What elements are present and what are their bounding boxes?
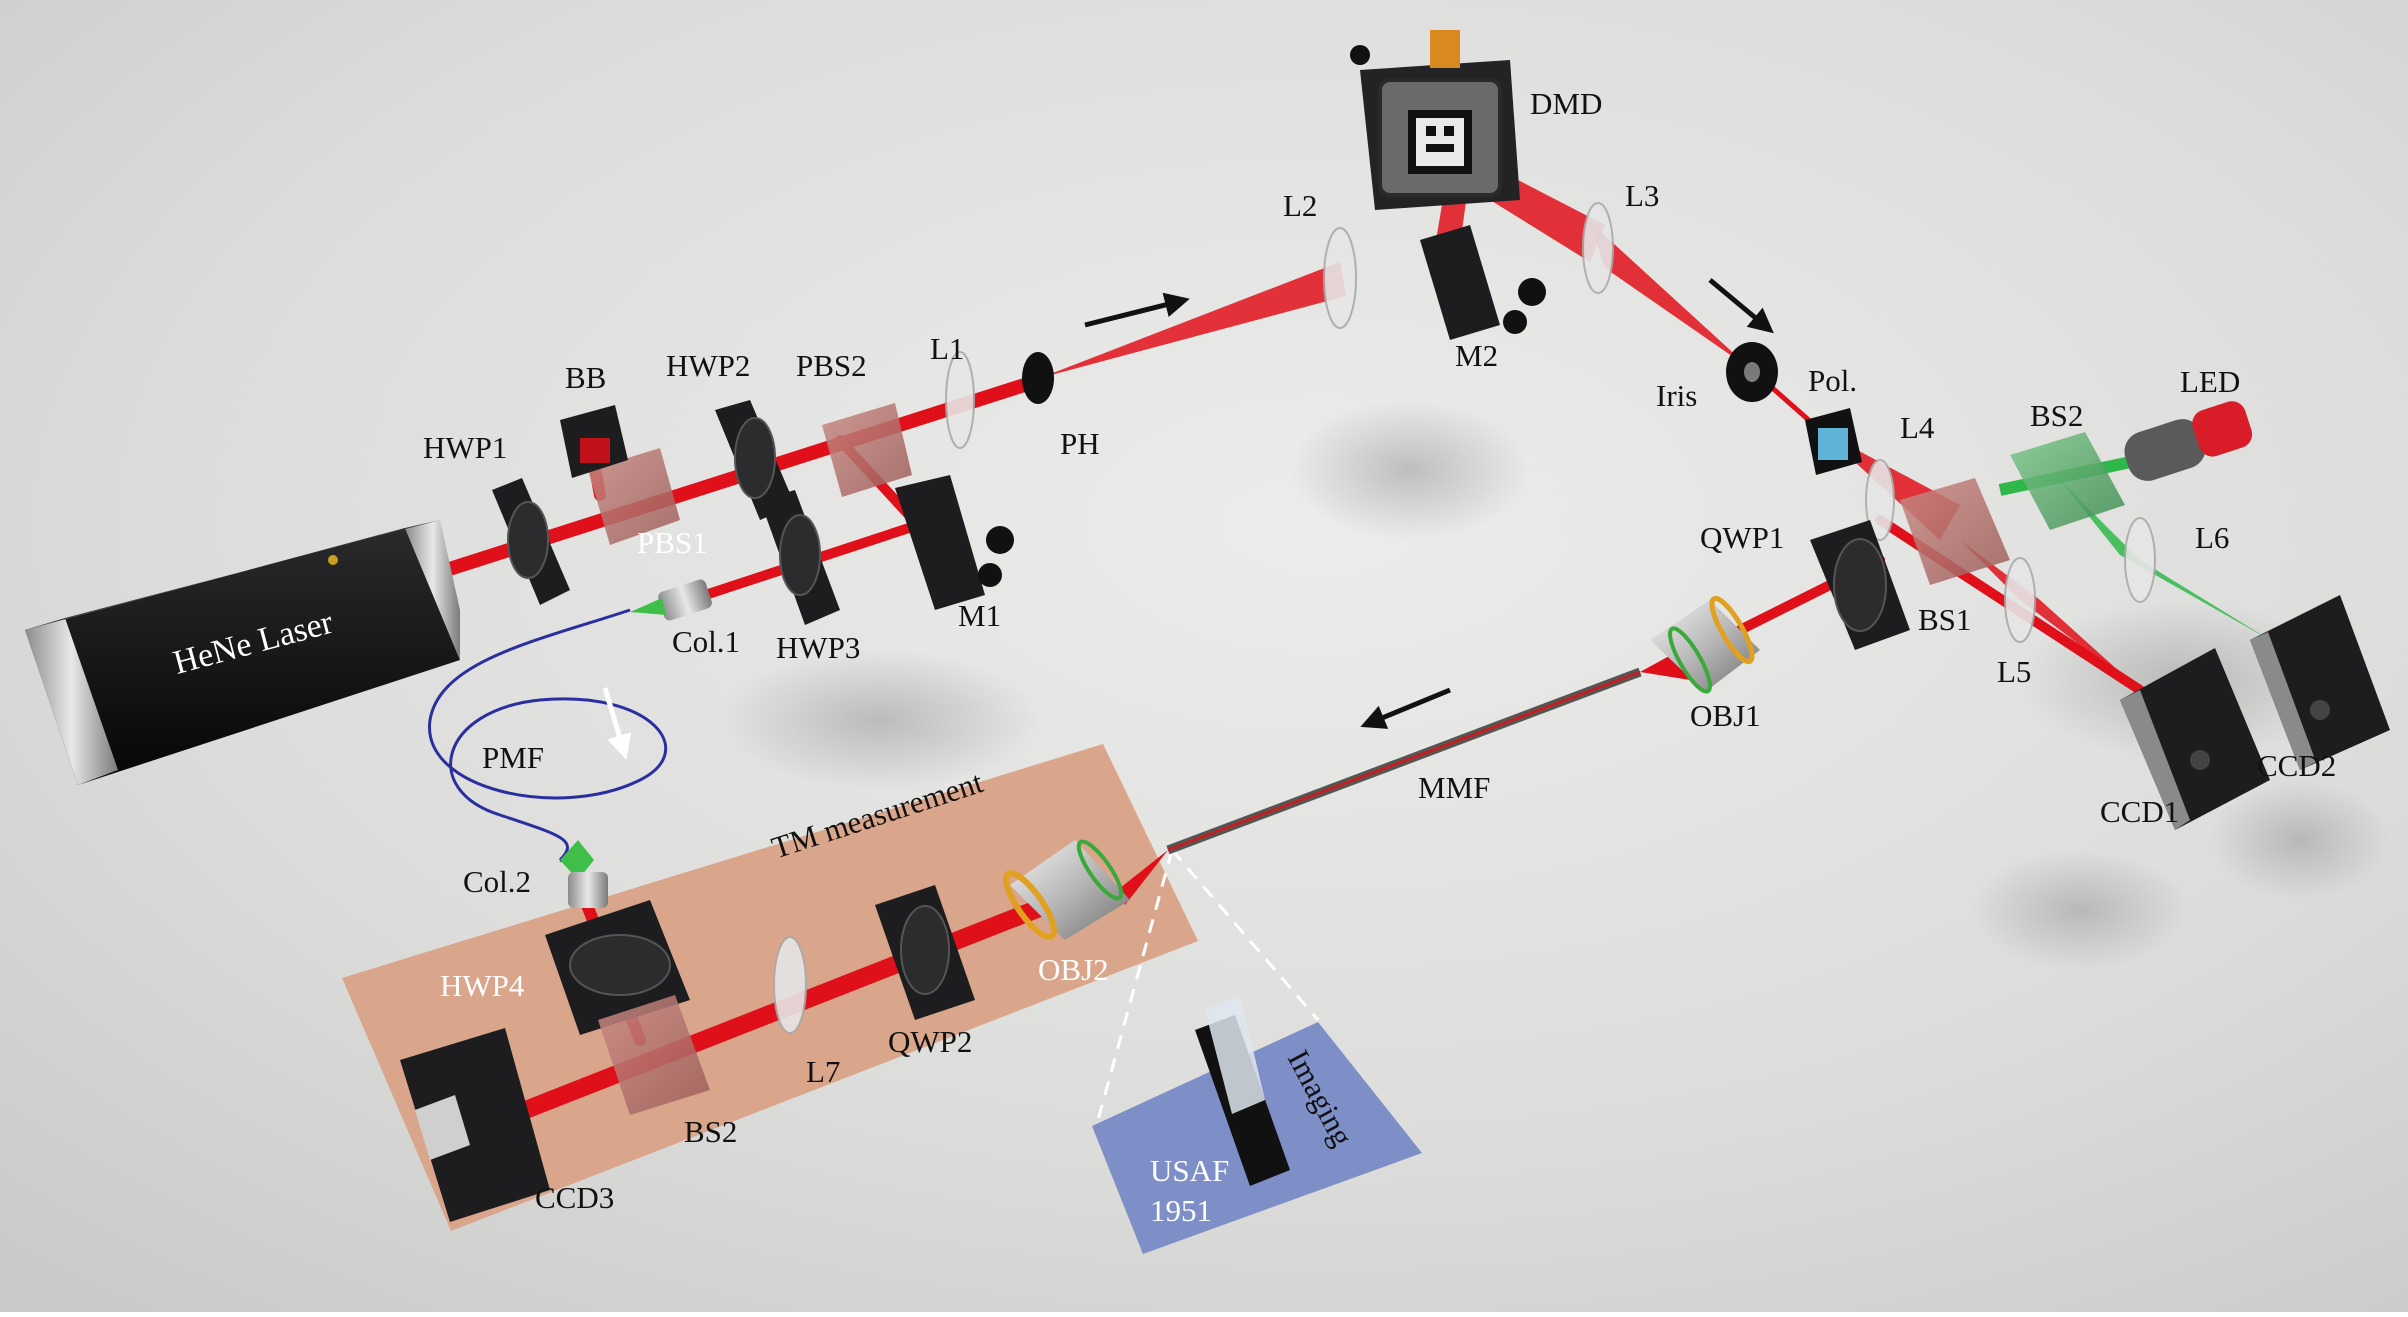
m2-mirror-mount: [1420, 225, 1546, 340]
label-bb: BB: [565, 360, 607, 395]
label-bs2-top: BS2: [2030, 398, 2084, 433]
l1-lens: [945, 351, 975, 449]
l6-lens: [2124, 517, 2156, 603]
red-beam-cone: [1590, 222, 1752, 370]
ccd2-camera: [2250, 595, 2390, 770]
red-beam-cone: [1040, 262, 1346, 378]
bs2-top-cube: [2010, 432, 2125, 530]
l7-lens: [773, 936, 807, 1034]
hwp2-mount: [715, 400, 795, 520]
direction-arrow: [1708, 278, 1774, 334]
red-beam-cone: [1960, 540, 2140, 690]
label-obj2: OBJ2: [1038, 952, 1109, 987]
beam-block: [560, 405, 628, 478]
ccd3-camera: [400, 1028, 550, 1222]
l2-lens: [1323, 227, 1357, 329]
label-obj1: OBJ1: [1690, 698, 1761, 733]
label-ph: PH: [1060, 426, 1100, 461]
label-qwp1: QWP1: [1700, 520, 1785, 555]
m1-mirror-mount: [895, 475, 1014, 610]
dmd-device: [1350, 30, 1520, 210]
pbs1-cube: [588, 448, 680, 545]
label-l5: L5: [1997, 654, 2032, 689]
label-bs2-bottom: BS2: [684, 1114, 738, 1149]
l5-lens: [2004, 557, 2036, 643]
label-hwp3: HWP3: [776, 630, 861, 665]
led-source: [2124, 401, 2253, 481]
label-ccd2: CCD2: [2257, 748, 2337, 783]
label-ccd3: CCD3: [535, 1180, 615, 1215]
hwp4-mount: [545, 900, 690, 1035]
collimator-1: [630, 579, 712, 621]
label-hwp4: HWP4: [440, 968, 525, 1003]
hwp3-mount: [760, 490, 840, 625]
l4-lens: [1865, 459, 1895, 541]
iris: [1726, 342, 1778, 402]
l3-lens: [1582, 202, 1614, 294]
red-beam-cone: [1120, 850, 1168, 905]
direction-arrow: [1084, 292, 1190, 328]
hene-laser: [25, 520, 460, 785]
label-pol: Pol.: [1808, 363, 1858, 398]
direction-arrow: [1360, 687, 1451, 729]
label-col2: Col.2: [463, 864, 532, 899]
label-l7: L7: [806, 1054, 841, 1089]
label-pmf: PMF: [482, 740, 545, 775]
tm-measurement-panel: [342, 744, 1198, 1231]
qwp1-mount: [1810, 520, 1910, 650]
label-qwp2: QWP2: [888, 1024, 973, 1059]
label-usaf-year: 1951: [1150, 1193, 1212, 1228]
label-bs1: BS1: [1918, 602, 1972, 637]
objective-2: [1003, 839, 1130, 940]
collimator-2: [560, 840, 608, 908]
label-led: LED: [2180, 364, 2241, 399]
label-l1: L1: [930, 331, 965, 366]
usaf-target: [1195, 995, 1290, 1186]
mmf-fiber-core: [1167, 670, 1641, 852]
label-hwp2: HWP2: [666, 348, 751, 383]
label-l4: L4: [1900, 410, 1935, 445]
label-dmd: DMD: [1530, 86, 1603, 121]
label-ccd1: CCD1: [2100, 794, 2180, 829]
ccd1-camera: [2120, 648, 2270, 830]
pinhole: [1022, 352, 1054, 404]
label-col1: Col.1: [672, 624, 741, 659]
label-m1: M1: [958, 598, 1002, 633]
shadow: [720, 650, 1040, 790]
label-mmf: MMF: [1418, 770, 1491, 805]
hwp1-mount: [492, 478, 570, 605]
qwp2-mount: [875, 885, 975, 1020]
label-iris: Iris: [1656, 378, 1698, 413]
label-pbs2: PBS2: [796, 348, 867, 383]
shadow: [1290, 400, 1530, 540]
label-l3: L3: [1625, 178, 1660, 213]
label-hwp1: HWP1: [423, 430, 508, 465]
label-l6: L6: [2195, 520, 2230, 555]
label-l2: L2: [1283, 188, 1318, 223]
shadow: [1970, 850, 2190, 970]
objective-1: [1650, 595, 1760, 694]
bs2-bottom-cube: [598, 995, 710, 1115]
bs1-cube: [1900, 478, 2010, 585]
imaging-projection-line: [1170, 849, 1320, 1021]
shadow: [2210, 780, 2390, 900]
polarizer: [1805, 408, 1862, 475]
pbs2-cube: [822, 403, 912, 497]
label-m2: M2: [1455, 338, 1499, 373]
label-usaf: USAF: [1150, 1153, 1230, 1188]
direction-arrow: [602, 687, 632, 760]
label-pbs1: PBS1: [637, 525, 708, 560]
